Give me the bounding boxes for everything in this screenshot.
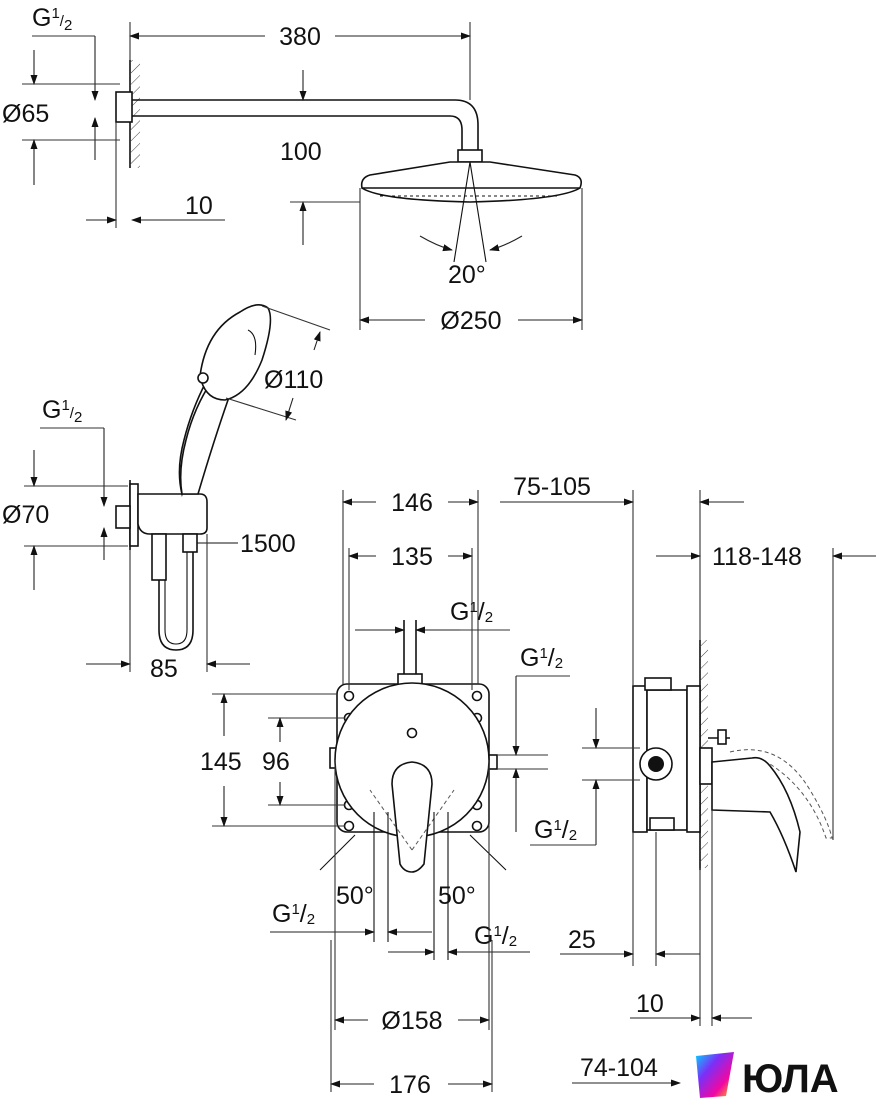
rosette-cap bbox=[406, 727, 418, 739]
arm-length-label: 380 bbox=[279, 23, 321, 51]
hand-shower-head bbox=[199, 304, 272, 401]
mixer-front-view: 50° 50° 146 135 G1/2 145 96 bbox=[200, 489, 530, 1099]
shower-head-view: 380 G1/2 Ø65 100 10 20° Ø250 bbox=[2, 4, 583, 335]
tilt-arrow-right bbox=[489, 235, 523, 252]
outlet-dia-label: Ø70 bbox=[2, 501, 49, 529]
angle-left-label: 50° bbox=[336, 882, 374, 910]
bottom-thread-left-label: G1/2 bbox=[272, 900, 315, 928]
holder-outlet bbox=[151, 533, 167, 581]
hand-shower-button bbox=[197, 372, 209, 384]
tilt-arrow-left bbox=[419, 235, 453, 252]
thread-label-top: G1/2 bbox=[32, 4, 72, 34]
mixer-side-view: 75-105 118-148 G1/2 G1/2 25 10 74-1 bbox=[497, 473, 876, 1087]
tilt-angle-label: 20° bbox=[448, 261, 486, 289]
plate-width-label: 146 bbox=[391, 489, 433, 517]
rosette-dia-label: Ø158 bbox=[381, 1007, 442, 1035]
wall-hatch bbox=[130, 60, 140, 168]
flange-dia-label: Ø65 bbox=[2, 100, 49, 128]
holder-body bbox=[137, 493, 208, 535]
side-rosette bbox=[699, 747, 713, 785]
shower-head-joint bbox=[457, 149, 483, 163]
tilt-line-right bbox=[469, 161, 487, 263]
head-dia-label: Ø250 bbox=[440, 307, 501, 335]
right-thread-upper-label: G1/2 bbox=[520, 644, 563, 672]
drop-label: 100 bbox=[280, 138, 322, 166]
side-lever-ghost bbox=[729, 749, 833, 839]
brand-logo: ЮЛА bbox=[696, 1052, 839, 1100]
top-thread-label: G1/2 bbox=[450, 598, 493, 626]
bottom-thread-right-label: G1/2 bbox=[474, 922, 517, 950]
shower-arm-top bbox=[132, 99, 479, 150]
inner-height-label: 96 bbox=[262, 748, 290, 776]
hand-thread-label: G1/2 bbox=[42, 396, 82, 426]
mixer-lever bbox=[391, 761, 433, 873]
hand-shower-spray-face bbox=[247, 329, 257, 356]
depth-range-label: 74-104 bbox=[580, 1054, 658, 1082]
wall-gap-label: 10 bbox=[185, 192, 213, 220]
gap-label: 10 bbox=[636, 990, 664, 1018]
outlet-thread bbox=[115, 505, 131, 529]
projection-label-side: 118-148 bbox=[712, 543, 802, 571]
shower-arm-flange bbox=[115, 91, 133, 123]
shower-arm-bottom bbox=[132, 115, 463, 150]
angle-right-label: 50° bbox=[438, 882, 476, 910]
shower-head-face bbox=[361, 187, 581, 203]
height-label: 145 bbox=[200, 748, 242, 776]
hand-shower-view: Ø110 G1/2 Ø70 1500 85 bbox=[2, 304, 331, 683]
projection-label: 85 bbox=[150, 655, 178, 683]
yula-gradient-logo-icon bbox=[696, 1052, 734, 1098]
install-depth-label: 75-105 bbox=[513, 473, 591, 501]
holder-stub bbox=[182, 533, 198, 553]
right-thread-lower-label: G1/2 bbox=[534, 816, 577, 844]
side-box-top bbox=[644, 677, 672, 691]
box-width-label: 135 bbox=[391, 543, 433, 571]
hand-head-dia-label: Ø110 bbox=[264, 366, 323, 394]
hose bbox=[158, 552, 194, 651]
brand-name: ЮЛА bbox=[742, 1057, 839, 1100]
shower-head-body bbox=[360, 161, 582, 189]
side-plate bbox=[686, 685, 701, 833]
tilt-line-left bbox=[453, 161, 471, 263]
hose-inner bbox=[164, 552, 188, 645]
offset-label: 25 bbox=[568, 926, 596, 954]
hose-length-label: 1500 bbox=[240, 530, 296, 558]
outlet-flange bbox=[129, 483, 139, 547]
side-lever bbox=[711, 756, 801, 873]
side-box-bottom bbox=[649, 817, 675, 831]
overall-width-label: 176 bbox=[389, 1071, 431, 1099]
side-valve-core bbox=[648, 756, 664, 772]
side-stub-right bbox=[488, 754, 498, 770]
